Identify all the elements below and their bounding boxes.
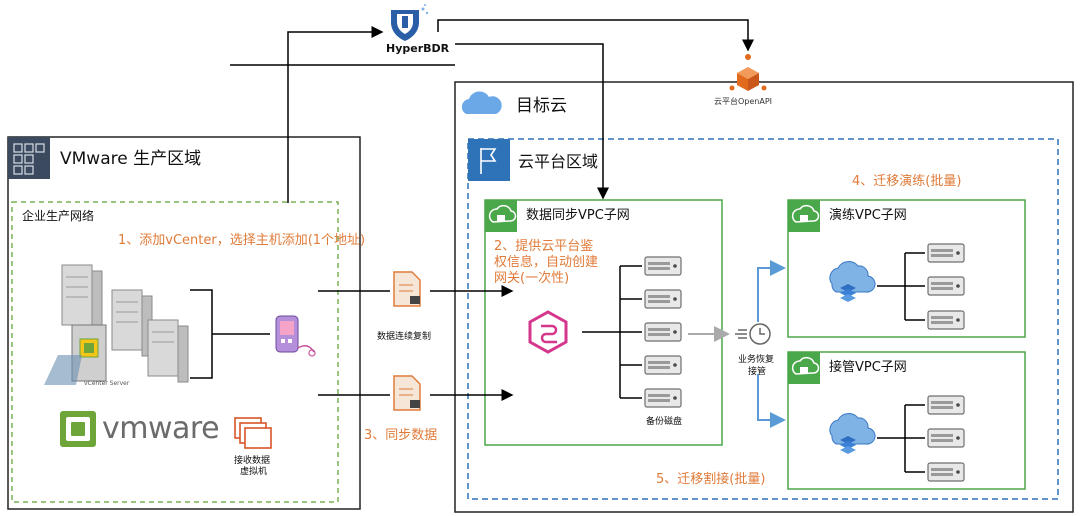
region-flag-tile	[468, 139, 510, 181]
openapi-cube-icon	[729, 54, 767, 91]
replication-doc-icon	[393, 271, 421, 307]
sync-vpc-title: 数据同步VPC子网	[526, 208, 630, 223]
sync-vpc-box	[484, 199, 723, 446]
takeover-cloud-icon	[829, 413, 876, 455]
to-drill-arrow	[757, 260, 786, 322]
host-bracket	[190, 289, 270, 379]
step-5-label: 5、迁移割接(批量)	[656, 472, 766, 487]
recovery-line2: 接管	[748, 367, 767, 377]
disk-2-icon	[644, 289, 682, 309]
drill-cloud-icon	[829, 261, 876, 303]
vmware-logo-icon	[60, 411, 96, 447]
disk-5-icon	[644, 388, 682, 408]
takeover-vpc-lock-icon	[788, 352, 820, 384]
vmware-to-hyperbdr-arrow	[287, 26, 384, 203]
takeover-server-2-icon	[927, 428, 965, 448]
vcenter-server-label: vCenter Server	[84, 380, 130, 387]
takeover-server-3-icon	[927, 462, 965, 482]
vmware-logo-text: vmware	[102, 411, 220, 446]
disk-4-icon	[644, 355, 682, 375]
target-cloud-title: 目标云	[516, 96, 567, 116]
step-3-label: 3、同步数据	[364, 428, 438, 443]
enterprise-network-box	[11, 201, 339, 503]
receiver-vm-icon	[234, 417, 272, 449]
drill-tree	[877, 252, 925, 321]
hyperbdr-to-openapi-arrow	[437, 19, 754, 52]
takeover-tree	[877, 404, 925, 473]
drill-server-3-icon	[927, 310, 965, 330]
recovery-line1: 业务恢复	[738, 355, 775, 365]
hyperbdr-shield-icon	[391, 4, 429, 41]
drill-vpc-title: 演练VPC子网	[829, 208, 907, 223]
takeover-vpc-title: 接管VPC子网	[829, 360, 907, 375]
replication-label: 数据连续复制	[377, 332, 432, 342]
cloud-platform-region-title: 云平台区域	[518, 152, 599, 171]
target-cloud-box	[454, 81, 1074, 513]
openapi-label: 云平台OpenAPI	[714, 97, 773, 106]
to-takeover-arrow	[757, 374, 786, 428]
sync-vpc-lock-icon	[485, 200, 517, 232]
drill-server-2-icon	[927, 276, 965, 296]
recovery-clock-icon	[735, 323, 771, 345]
vmware-grid-icon	[13, 143, 45, 175]
connector-device-icon	[275, 315, 316, 357]
hyperbdr-to-sync-vpc-arrow	[455, 43, 609, 200]
cloud-platform-region-box	[467, 138, 1059, 500]
step-4-label: 4、迁移演练(批量)	[852, 174, 962, 189]
vmware-region-title: VMware 生产区域	[60, 149, 202, 169]
sync-doc-icon	[393, 375, 421, 411]
target-cloud-icon	[461, 91, 502, 114]
enterprise-network-title: 企业生产网络	[22, 209, 95, 223]
drill-server-1-icon	[927, 243, 965, 263]
takeover-server-1-icon	[927, 395, 965, 415]
gateway-hexagon-icon	[528, 310, 568, 354]
vmware-region-box	[7, 136, 361, 510]
step-2-line2: 权信息，自动创建	[494, 255, 599, 270]
flag-icon	[480, 148, 497, 174]
step-2-line1: 2、提供云平台鉴	[494, 239, 594, 254]
hyperbdr-label: HyperBDR	[386, 42, 450, 55]
receiver-vm-line1: 接收数据	[234, 456, 271, 466]
drill-vpc-box	[787, 199, 1026, 338]
step-2-line3: 网关(一次性)	[494, 271, 570, 286]
receiver-vm-line2: 虚拟机	[240, 467, 268, 477]
disk-1-icon	[644, 256, 682, 276]
backup-disk-label: 备份磁盘	[646, 417, 683, 427]
step-1-label: 1、添加vCenter，选择主机添加(1个地址)	[118, 233, 366, 248]
host-servers	[44, 264, 189, 385]
drill-vpc-lock-icon	[788, 200, 820, 232]
sync-disk-tree	[582, 265, 642, 399]
takeover-vpc-box	[787, 351, 1026, 490]
disk-3-icon	[644, 322, 682, 342]
